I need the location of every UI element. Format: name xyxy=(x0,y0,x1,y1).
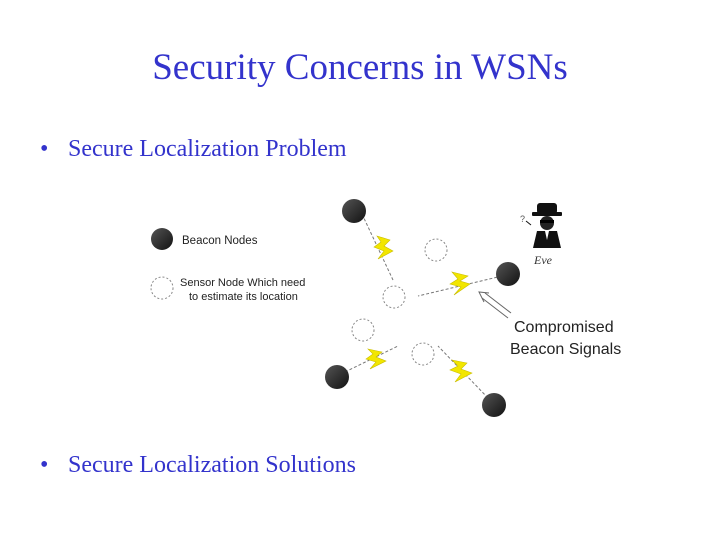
beacon-node xyxy=(325,365,349,389)
legend-sensor-node-icon xyxy=(150,276,174,300)
lightning-icon xyxy=(373,235,394,260)
svg-text:?: ? xyxy=(520,214,525,224)
signal-line xyxy=(417,275,503,297)
lightning-icon xyxy=(365,348,387,370)
lightning-icon xyxy=(449,359,473,383)
sensor-node xyxy=(424,238,448,262)
beacon-node xyxy=(482,393,506,417)
beacon-node xyxy=(342,199,366,223)
bullet-text: Secure Localization Problem xyxy=(68,136,347,162)
bullet-marker: • xyxy=(40,136,49,162)
legend-beacon-node-icon xyxy=(151,228,173,250)
sensor-node xyxy=(411,342,435,366)
eve-label: Eve xyxy=(533,253,553,267)
sensor-node xyxy=(351,318,375,342)
bullet-marker: • xyxy=(40,452,49,478)
eve-attacker-icon: ? xyxy=(520,203,562,248)
bullet-secure-localization-problem: • Secure Localization Problem xyxy=(40,136,347,163)
slide-title: Security Concerns in WSNs xyxy=(152,47,568,88)
legend-sensor-label-line1: Sensor Node Which need xyxy=(180,277,305,289)
lightning-icon xyxy=(449,271,471,296)
compromised-label-line1: Compromised xyxy=(514,319,614,336)
legend-beacon-label: Beacon Nodes xyxy=(182,235,258,247)
bullet-secure-localization-solutions: • Secure Localization Solutions xyxy=(40,452,356,479)
sensor-node xyxy=(382,285,406,309)
beacon-node xyxy=(496,262,520,286)
compromised-label-line2: Beacon Signals xyxy=(510,341,621,358)
compromised-arrow-icon xyxy=(478,291,512,319)
bullet-text: Secure Localization Solutions xyxy=(68,452,356,478)
legend-sensor-label-line2: to estimate its location xyxy=(189,291,298,303)
signal-lines xyxy=(344,213,503,399)
